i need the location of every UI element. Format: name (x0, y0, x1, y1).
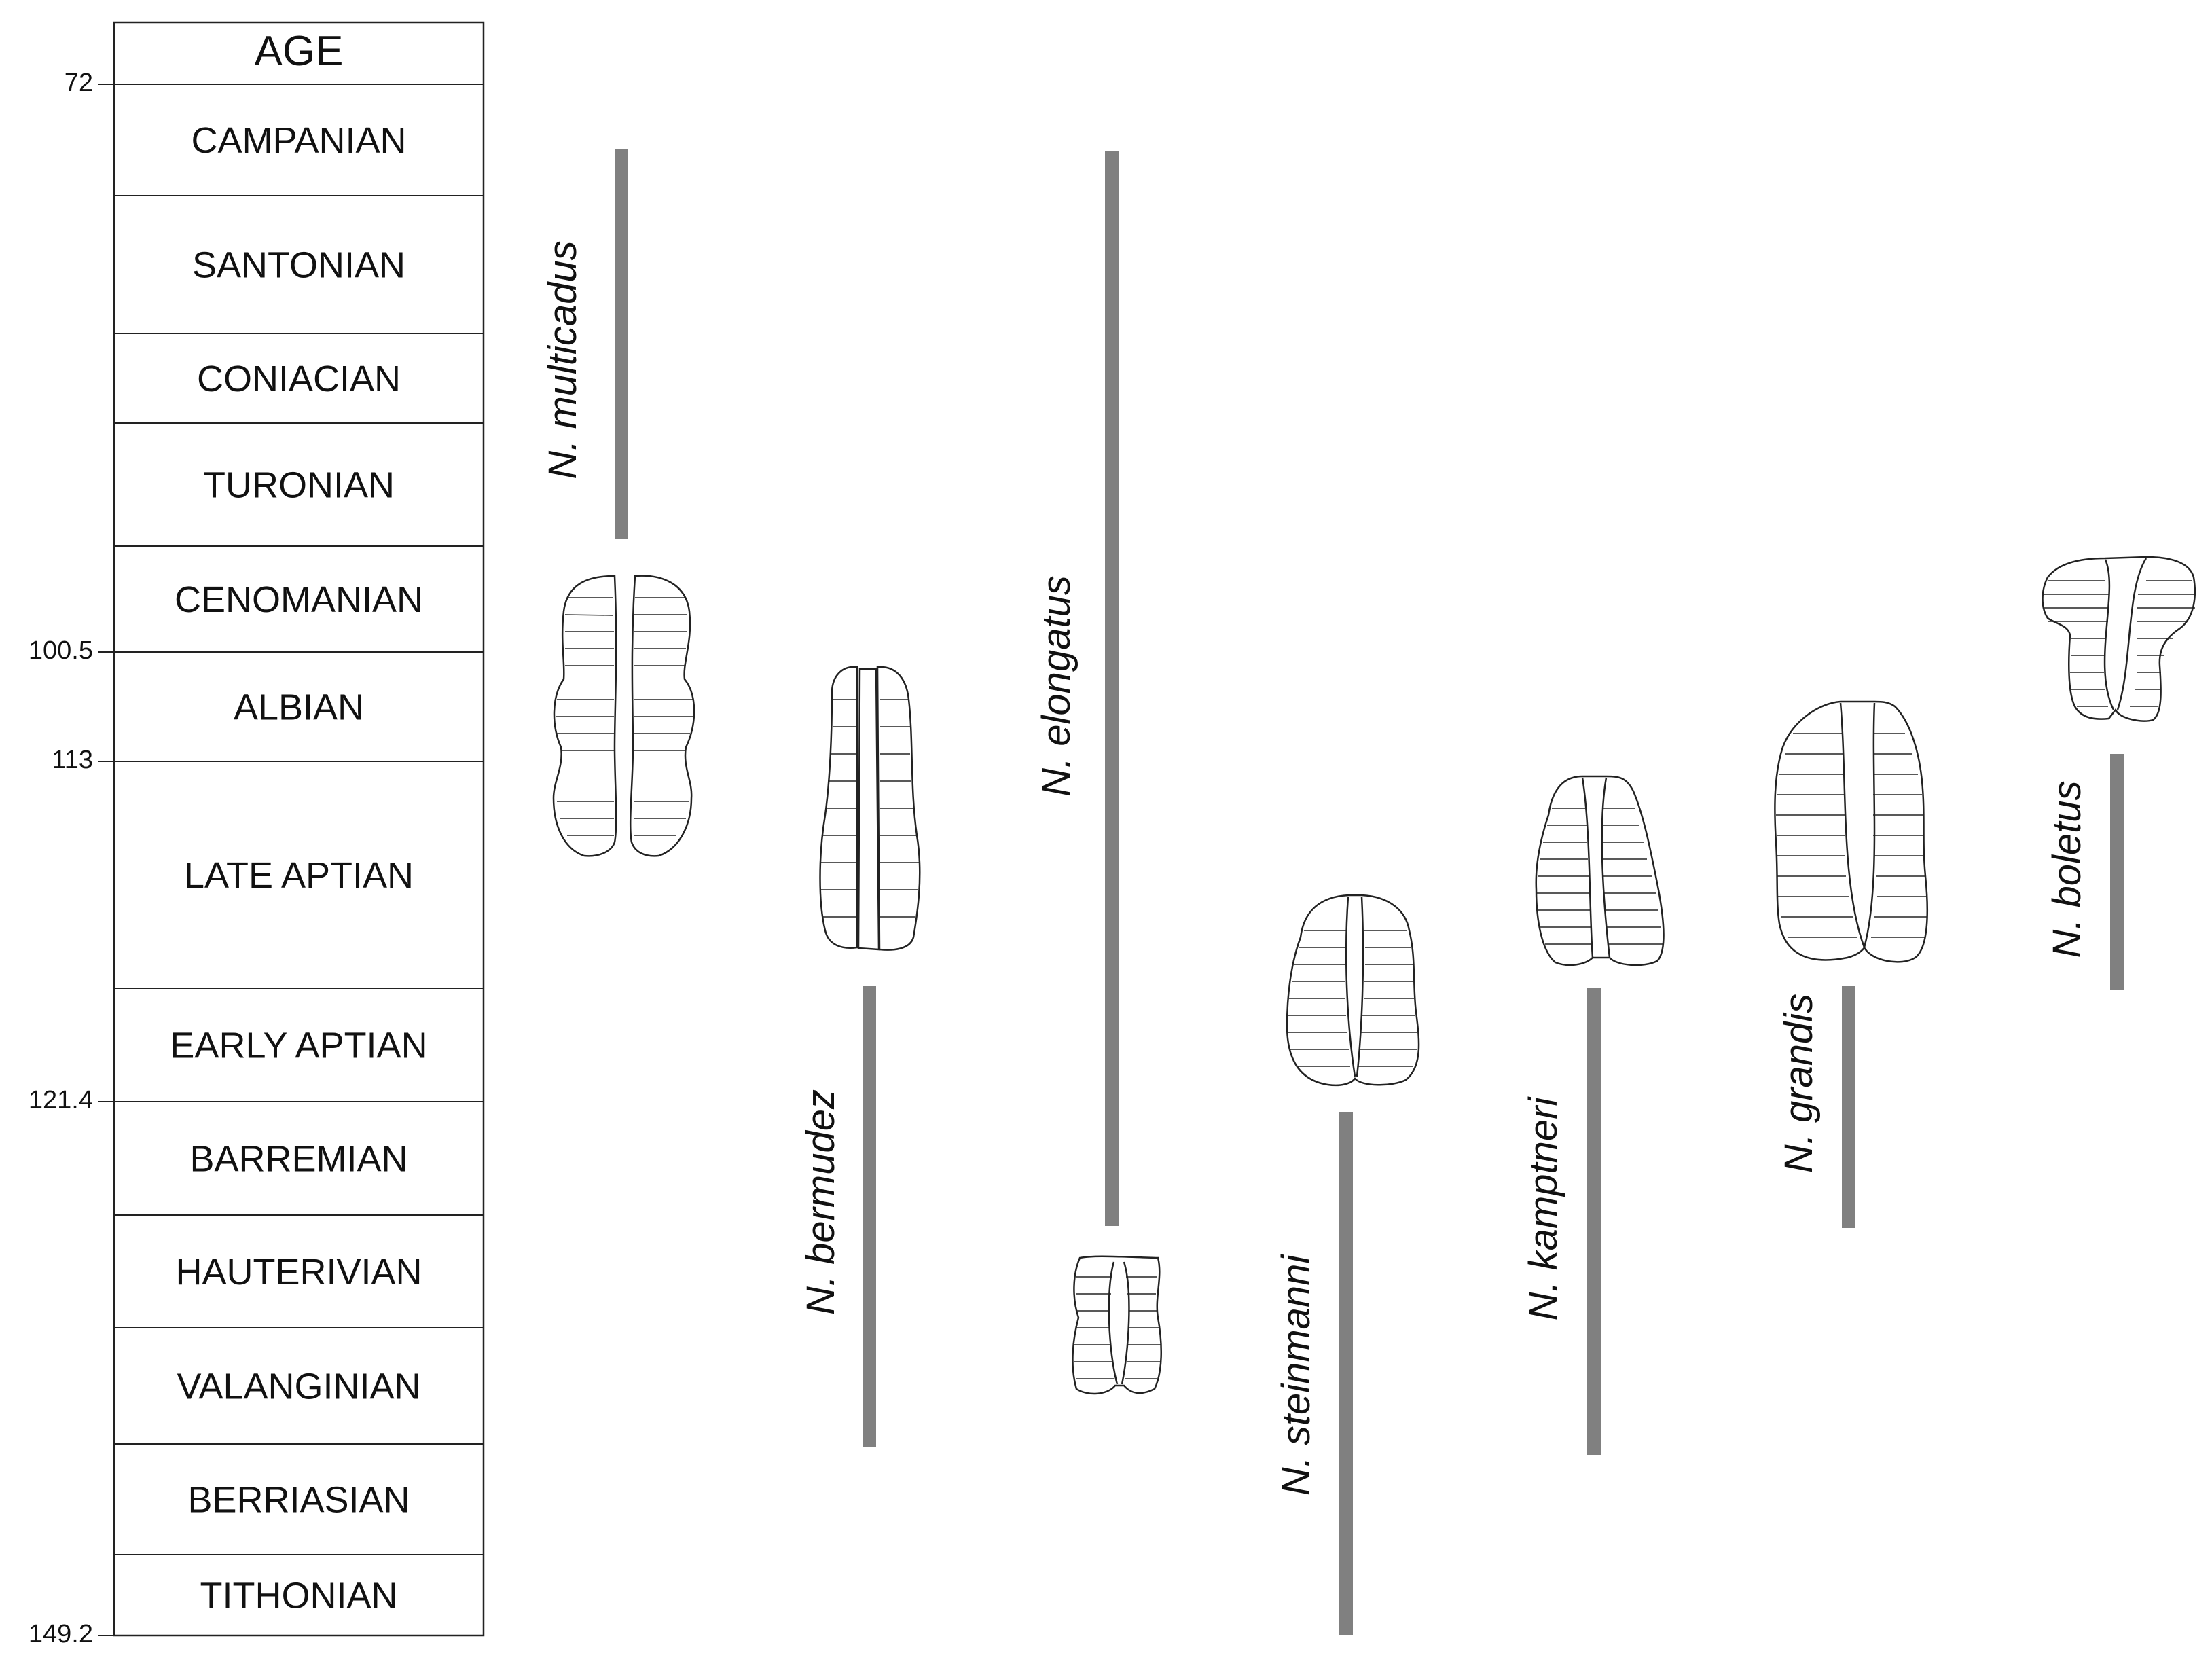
age-tick-label: 72 (65, 69, 93, 97)
age-column-header: AGE (255, 28, 344, 75)
stage-label: CAMPANIAN (191, 120, 406, 161)
taxon-label: N. elongatus (1034, 575, 1078, 797)
age-column-border (113, 21, 485, 1637)
nannofossil-outline-boletus (2042, 556, 2196, 722)
stage-label: VALANGINIAN (177, 1367, 420, 1407)
stage-label: ALBIAN (234, 687, 364, 728)
taxon-label: N. multicadus (541, 240, 585, 479)
age-tick-label: 121.4 (29, 1086, 93, 1115)
range-bar (1105, 151, 1119, 1226)
range-bar (1587, 988, 1601, 1455)
age-column: AGE (113, 21, 485, 1637)
stage-label: EARLY APTIAN (170, 1026, 427, 1066)
stage-label: HAUTERIVIAN (175, 1252, 422, 1292)
age-tick-label: 149.2 (29, 1620, 93, 1648)
nannofossil-outline-steinmanni (1286, 894, 1420, 1087)
nannofossil-outline-grandis (1774, 700, 1929, 963)
taxon-label: N. kamptneri (1521, 1096, 1565, 1321)
stage-label: TURONIAN (203, 465, 395, 506)
nannofossil-outline-elongatus (1072, 1255, 1162, 1395)
taxon-label: N. boletus (2045, 780, 2089, 958)
taxon-label: N. bermudez (799, 1089, 843, 1315)
taxon-label: N. grandis (1777, 994, 1821, 1173)
nannofossil-outline-bermudez (819, 666, 921, 951)
range-bar (615, 149, 628, 539)
stage-label: LATE APTIAN (184, 855, 414, 896)
stage-label: TITHONIAN (200, 1576, 398, 1616)
nannofossil-outline-multicadus (552, 575, 695, 857)
fossil-illustrations (552, 556, 2196, 1395)
stage-label: BARREMIAN (189, 1139, 407, 1180)
range-bar (1339, 1112, 1353, 1635)
range-bar (2110, 754, 2124, 990)
taxon-label: N. steinmanni (1274, 1254, 1318, 1496)
nannofossil-outline-kamptneri (1535, 775, 1665, 966)
stage-label: CONIACIAN (197, 359, 401, 399)
age-tick-label: 113 (52, 746, 93, 774)
range-bar (863, 986, 876, 1447)
range-bars: N. multicadus N. bermudez N. elongatus N. s… (541, 149, 2124, 1635)
stage-list: CAMPANIAN SANTONIAN CONIACIAN TURONIAN CENOM… (114, 84, 484, 1616)
stage-label: BERRIASIAN (187, 1480, 410, 1521)
age-axis: 72 100.5 113 121.4 149.2 (29, 69, 114, 1648)
range-bar (1842, 986, 1855, 1228)
age-tick-label: 100.5 (29, 636, 93, 665)
stage-label: SANTONIAN (192, 245, 405, 286)
stage-label: CENOMANIAN (175, 579, 423, 620)
